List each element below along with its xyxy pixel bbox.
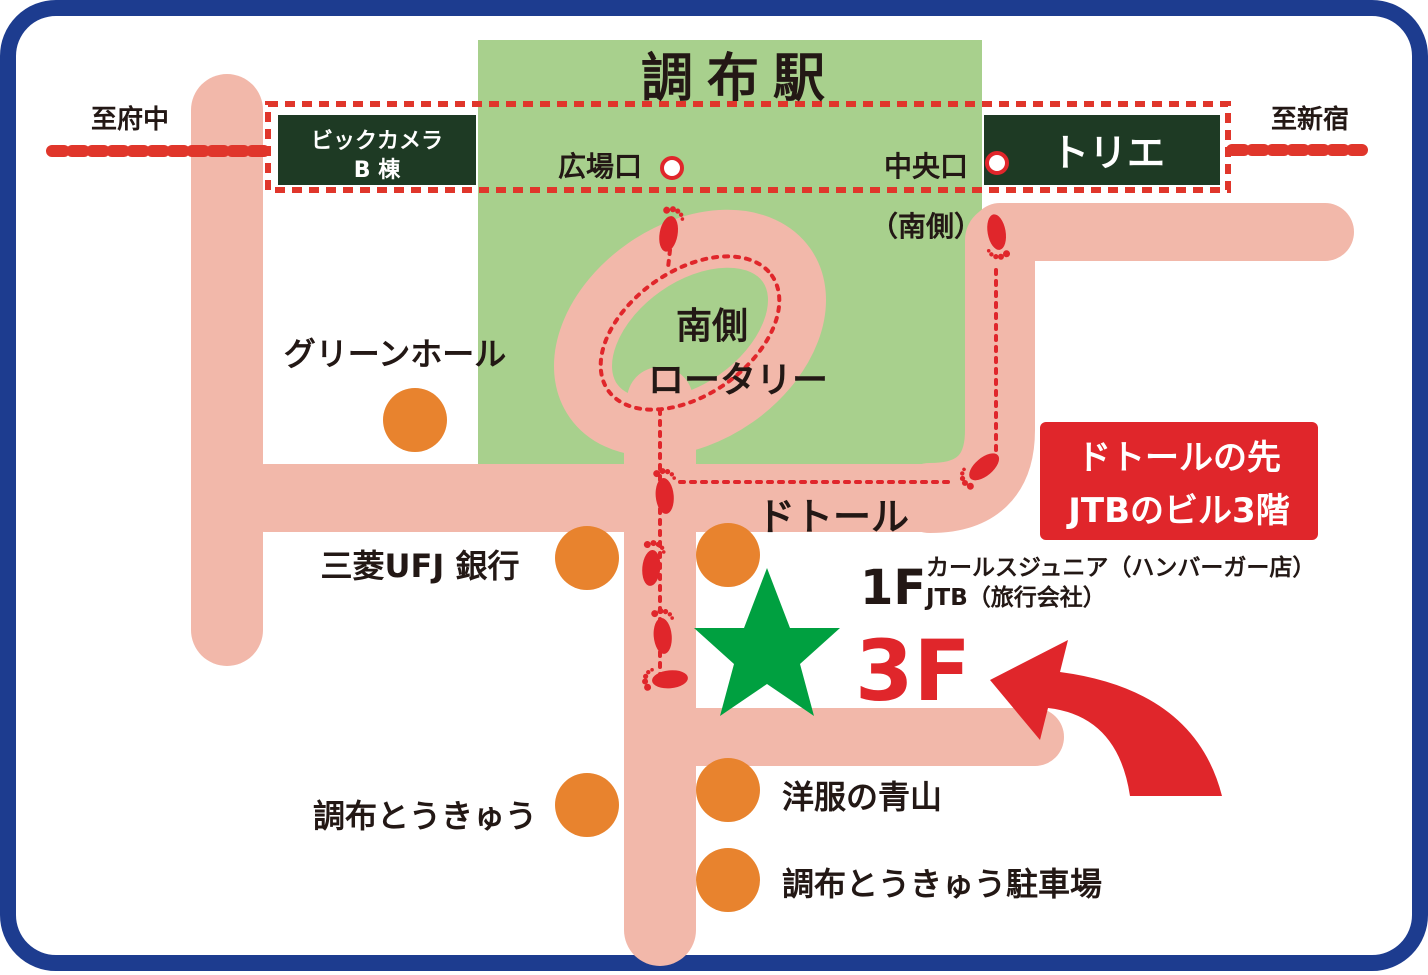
curved-arrow-icon	[990, 640, 1222, 796]
rotary-label: 南側	[676, 306, 748, 347]
exit-central-label: 中央口	[884, 150, 968, 183]
floor-1f-label: 1F	[860, 560, 926, 616]
green-hall-label: グリーンホール	[284, 335, 506, 373]
bic-camera-building	[278, 115, 476, 185]
exit-central-marker	[985, 151, 1009, 175]
direction-right: 至新宿	[1271, 104, 1349, 135]
torie-label: トリエ	[1051, 131, 1165, 175]
exit-plaza-label: 広場口	[558, 150, 642, 183]
station-name: 調布駅	[641, 49, 839, 109]
aoyama-label: 洋服の青山	[782, 778, 942, 816]
doutor-label: ドトール	[757, 495, 909, 539]
exit-plaza-marker	[660, 156, 684, 180]
mufg-label: 三菱UFJ 銀行	[321, 547, 520, 585]
callout-line-2: JTBのビル3階	[1066, 491, 1289, 531]
callout-box	[1040, 422, 1318, 540]
direction-left: 至府中	[91, 104, 169, 135]
bic-camera-label-2: B 棟	[354, 157, 401, 183]
landmark-markers	[383, 388, 760, 912]
rotary-label-2: ロータリー	[648, 360, 828, 401]
exit-central-side-label: （南側）	[870, 210, 982, 243]
floor-1f-tenant-2: JTB（旅行会社）	[924, 584, 1106, 611]
callout-line-1: ドトールの先	[1077, 438, 1281, 478]
railway	[46, 101, 1368, 193]
destination-star-icon	[694, 568, 840, 716]
floor-1f-tenant-1: カールスジュニア（ハンバーガー店）	[926, 554, 1315, 581]
tokyu-parking-label: 調布とうきゅう駐車場	[782, 865, 1102, 903]
tokyu-label: 調布とうきゅう	[313, 797, 537, 835]
torie-building	[984, 115, 1220, 185]
bic-camera-label: ビックカメラ	[311, 129, 443, 154]
floor-3f-label: 3F	[855, 622, 971, 720]
